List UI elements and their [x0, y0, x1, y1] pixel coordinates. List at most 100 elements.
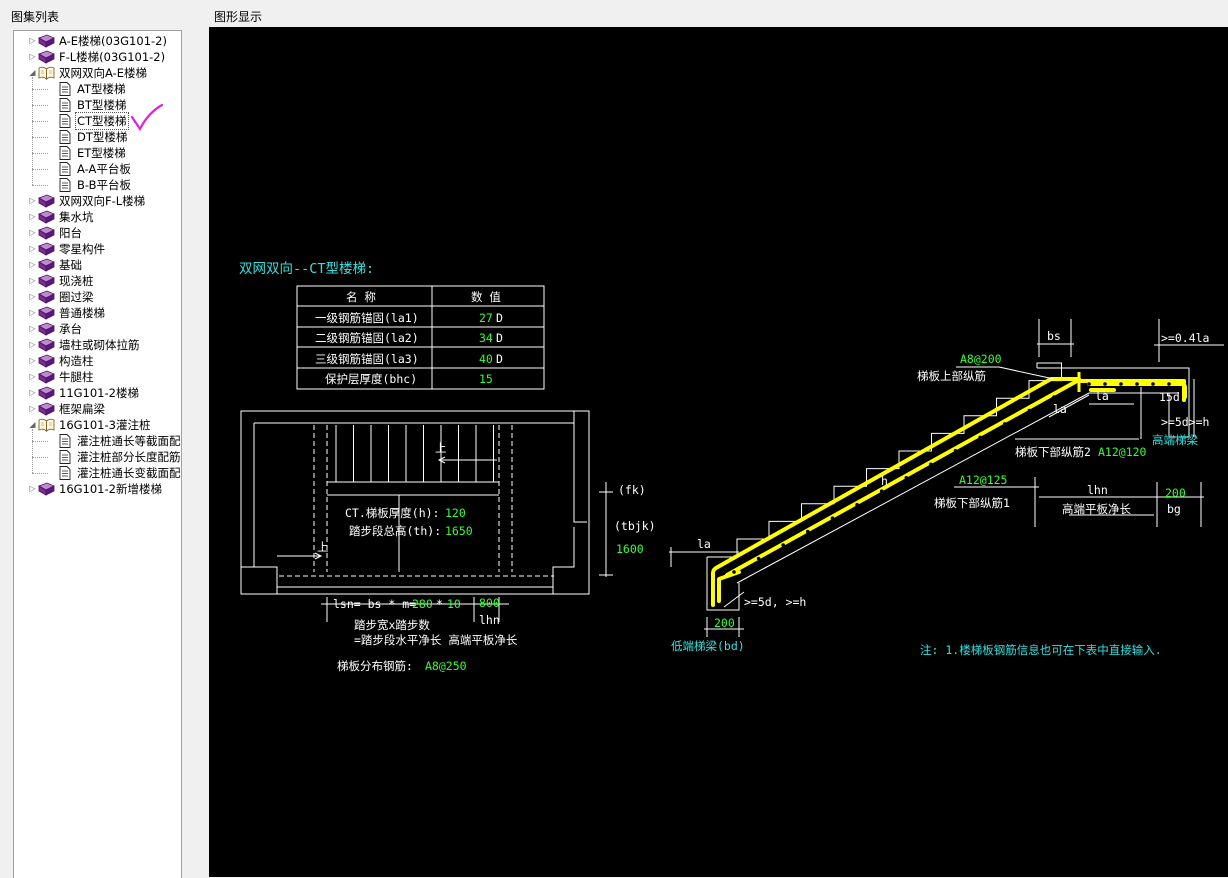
tree-node-label[interactable]: CT型楼梯 [75, 112, 129, 130]
tree-guide-line [32, 153, 48, 154]
plan-up-label-top: 上 [435, 441, 447, 455]
table-row-value[interactable]: 27 [479, 311, 493, 325]
tree-item[interactable]: 灌注桩通长变截面配 [14, 465, 181, 481]
tree-folder[interactable]: ▷ 阳台 [14, 225, 179, 241]
tree-node-label[interactable]: B-B平台板 [77, 178, 132, 192]
tree-folder[interactable]: ▷ 构造柱 [14, 353, 179, 369]
collapse-arrow-icon[interactable]: ◢ [29, 420, 36, 429]
tree-folder[interactable]: ▷ 普通楼梯 [14, 305, 179, 321]
tree-folder[interactable]: ▷ 牛腿柱 [14, 369, 179, 385]
expand-arrow-icon[interactable]: ▷ [29, 212, 36, 221]
expand-arrow-icon[interactable]: ▷ [29, 356, 36, 365]
tree-node-label[interactable]: 承台 [59, 322, 82, 336]
tree-item[interactable]: AT型楼梯 [14, 81, 179, 97]
tree-folder[interactable]: ▷ A-E楼梯(03G101-2) [14, 33, 179, 49]
plan-bs-value[interactable]: 280 [412, 597, 433, 611]
section-bottom1-value[interactable]: A12@125 [959, 473, 1007, 487]
plan-dist-value[interactable]: A8@250 [425, 659, 467, 673]
tree-item[interactable]: DT型楼梯 [14, 129, 179, 145]
drawing-canvas[interactable]: 双网双向--CT型楼梯: 名 称 数 值 一级钢筋锚固(la1) 27 D 二级… [209, 27, 1228, 877]
tree-item[interactable]: ET型楼梯 [14, 145, 179, 161]
expand-arrow-icon[interactable]: ▷ [29, 324, 36, 333]
table-header-name: 名 称 [346, 290, 376, 304]
plan-thickness-value[interactable]: 120 [445, 506, 466, 520]
expand-arrow-icon[interactable]: ▷ [29, 340, 36, 349]
tree-item[interactable]: BT型楼梯 [14, 97, 179, 113]
tree-item[interactable]: CT型楼梯 [14, 112, 179, 130]
collapse-arrow-icon[interactable]: ◢ [29, 68, 36, 77]
tree-node-label[interactable]: 现浇桩 [59, 274, 94, 288]
expand-arrow-icon[interactable]: ▷ [29, 228, 36, 237]
tree-node-label[interactable]: 11G101-2楼梯 [59, 386, 139, 400]
tree-folder[interactable]: ▷ 承台 [14, 321, 179, 337]
section-top-bar-value[interactable]: A8@200 [960, 352, 1002, 366]
plan-tbjk-value[interactable]: 1600 [616, 542, 644, 556]
tree-node-label[interactable]: 框架扁梁 [59, 402, 105, 416]
tree-item[interactable]: 灌注桩部分长度配筋 [14, 449, 181, 465]
expand-arrow-icon[interactable]: ▷ [29, 484, 36, 493]
tree-folder[interactable]: ▷ 框架扁梁 [14, 401, 179, 417]
tree-node-label[interactable]: 阳台 [59, 226, 82, 240]
tree-node-label[interactable]: F-L楼梯(03G101-2) [59, 50, 166, 64]
tree-node-label[interactable]: 墙柱或砌体拉筋 [59, 338, 140, 352]
plan-m-value[interactable]: 10 [447, 597, 461, 611]
table-row-value[interactable]: 15 [479, 372, 493, 386]
expand-arrow-icon[interactable]: ▷ [29, 52, 36, 61]
expand-arrow-icon[interactable]: ▷ [29, 276, 36, 285]
tree-node-label[interactable]: 灌注桩通长等截面配 [77, 434, 181, 448]
tree-folder[interactable]: ▷ 基础 [14, 257, 179, 273]
table-row-value[interactable]: 34 [479, 331, 493, 345]
plan-lhn-value[interactable]: 800 [479, 596, 500, 610]
tree-folder[interactable]: ▷ 圈过梁 [14, 289, 179, 305]
tree-item[interactable]: A-A平台板 [14, 161, 179, 177]
plan-height-value[interactable]: 1650 [445, 524, 473, 538]
tree-node-label[interactable]: 双网双向A-E楼梯 [59, 66, 148, 80]
expand-arrow-icon[interactable]: ▷ [29, 244, 36, 253]
expand-arrow-icon[interactable]: ▷ [29, 372, 36, 381]
tree-folder[interactable]: ▷ 11G101-2楼梯 [14, 385, 179, 401]
tree-folder[interactable]: ▷ 双网双向F-L楼梯 [14, 193, 179, 209]
atlas-tree[interactable]: ▷ A-E楼梯(03G101-2) ▷ F-L楼梯(03G101-2) ◢ 双网双向A-E… [13, 30, 182, 878]
tree-node-label[interactable]: A-E楼梯(03G101-2) [59, 34, 167, 48]
section-bg-value[interactable]: 200 [1165, 486, 1186, 500]
expand-arrow-icon[interactable]: ▷ [29, 292, 36, 301]
tree-node-label[interactable]: 基础 [59, 258, 82, 272]
tree-node-label[interactable]: 灌注桩通长变截面配 [77, 466, 181, 480]
tree-node-label[interactable]: 普通楼梯 [59, 306, 105, 320]
tree-folder[interactable]: ◢ 16G101-3灌注桩 [14, 417, 179, 433]
tree-node-label[interactable]: 牛腿柱 [59, 370, 94, 384]
expand-arrow-icon[interactable]: ▷ [29, 36, 36, 45]
expand-arrow-icon[interactable]: ▷ [29, 308, 36, 317]
tree-node-label[interactable]: 构造柱 [59, 354, 94, 368]
tree-item[interactable]: 灌注桩通长等截面配 [14, 433, 181, 449]
expand-arrow-icon[interactable]: ▷ [29, 260, 36, 269]
tree-node-label[interactable]: BT型楼梯 [77, 98, 127, 112]
tree-guide-line [32, 185, 48, 186]
tree-folder[interactable]: ▷ 集水坑 [14, 209, 179, 225]
table-row-value[interactable]: 40 [479, 352, 493, 366]
tree-item[interactable]: B-B平台板 [14, 177, 179, 193]
section-bottom2-value[interactable]: A12@120 [1098, 445, 1147, 459]
tree-folder[interactable]: ▷ 现浇桩 [14, 273, 179, 289]
tree-node-label[interactable]: AT型楼梯 [77, 82, 126, 96]
tree-folder[interactable]: ▷ 16G101-2新增楼梯 [14, 481, 179, 497]
tree-folder[interactable]: ▷ 零星构件 [14, 241, 179, 257]
tree-folder[interactable]: ◢ 双网双向A-E楼梯 [14, 65, 179, 81]
tree-node-label[interactable]: 双网双向F-L楼梯 [59, 194, 146, 208]
section-bd-value[interactable]: 200 [714, 616, 735, 630]
tree-node-label[interactable]: DT型楼梯 [77, 130, 128, 144]
tree-folder[interactable]: ▷ F-L楼梯(03G101-2) [14, 49, 179, 65]
tree-node-label[interactable]: 灌注桩部分长度配筋 [77, 450, 181, 464]
tree-node-label[interactable]: 16G101-3灌注桩 [59, 418, 151, 432]
expand-arrow-icon[interactable]: ▷ [29, 404, 36, 413]
tree-node-label[interactable]: ET型楼梯 [77, 146, 126, 160]
expand-arrow-icon[interactable]: ▷ [29, 196, 36, 205]
tree-node-label[interactable]: A-A平台板 [77, 162, 131, 176]
section-bg-label: bg [1167, 502, 1181, 516]
tree-folder[interactable]: ▷ 墙柱或砌体拉筋 [14, 337, 179, 353]
expand-arrow-icon[interactable]: ▷ [29, 388, 36, 397]
tree-node-label[interactable]: 集水坑 [59, 210, 94, 224]
tree-node-label[interactable]: 零星构件 [59, 242, 105, 256]
tree-node-label[interactable]: 圈过梁 [59, 290, 94, 304]
tree-node-label[interactable]: 16G101-2新增楼梯 [59, 482, 162, 496]
